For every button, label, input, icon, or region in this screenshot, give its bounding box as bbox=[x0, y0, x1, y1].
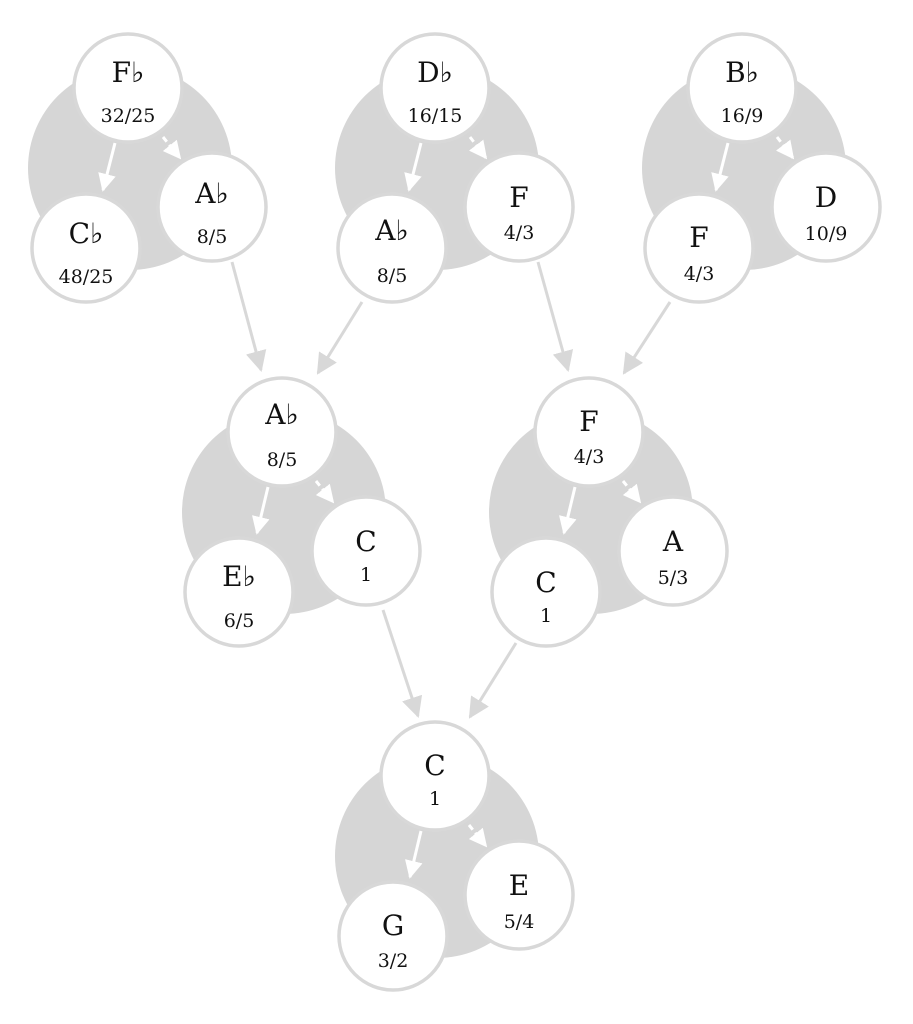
edge-ab-top2-to-ab-mid bbox=[316, 301, 364, 375]
edge-db-to-f-top2 bbox=[468, 136, 488, 160]
ratio-label: 48/25 bbox=[59, 266, 114, 288]
ratio-label: 4/3 bbox=[504, 222, 535, 244]
ratio-label: 5/3 bbox=[658, 567, 689, 589]
note-name: C bbox=[355, 525, 376, 558]
node-f-flat: F♭ 32/25 bbox=[72, 32, 184, 144]
node-f-top-3: F 4/3 bbox=[643, 192, 755, 304]
node-f-top-2: F 4/3 bbox=[463, 151, 575, 263]
edge-fb-to-ab-top1 bbox=[161, 136, 182, 160]
edge-c-mid-r-to-c-bot bbox=[468, 642, 518, 719]
edge-c-mid-l-to-c-bot bbox=[381, 609, 423, 718]
note-name: A bbox=[662, 525, 684, 558]
edge-c-bot-to-e-bot bbox=[467, 824, 488, 848]
node-a-mid: A 5/3 bbox=[617, 495, 729, 607]
ratio-label: 8/5 bbox=[377, 265, 408, 287]
note-name: C bbox=[424, 749, 445, 782]
edge-f-top2-to-f-mid bbox=[536, 261, 574, 373]
note-name: F♭ bbox=[112, 56, 145, 89]
edge-ab-top1-to-ab-mid bbox=[230, 261, 267, 373]
ratio-label: 1 bbox=[540, 605, 552, 627]
ratio-label: 1 bbox=[429, 788, 441, 810]
ratio-label: 8/5 bbox=[267, 449, 298, 471]
node-c-mid-right: C 1 bbox=[490, 536, 602, 648]
node-e-flat-mid: E♭ 6/5 bbox=[183, 536, 295, 648]
edge-ab-mid-to-eb-mid bbox=[252, 486, 270, 535]
ratio-label: 16/15 bbox=[408, 105, 463, 127]
node-d-top-3: D 10/9 bbox=[770, 151, 882, 263]
node-c-bottom: C 1 bbox=[379, 720, 491, 832]
node-e-bottom: E 5/4 bbox=[463, 839, 575, 951]
note-name: C♭ bbox=[69, 217, 104, 250]
note-name: E♭ bbox=[222, 560, 256, 593]
ratio-label: 32/25 bbox=[101, 105, 156, 127]
edge-f-mid-to-c-mid-r bbox=[559, 486, 577, 535]
node-a-flat-top-2: A♭ 8/5 bbox=[336, 192, 448, 304]
node-c-flat: C♭ 48/25 bbox=[30, 192, 142, 304]
note-name: A♭ bbox=[374, 214, 408, 247]
edge-fb-to-cb bbox=[98, 142, 117, 192]
node-a-flat-mid: A♭ 8/5 bbox=[226, 376, 338, 488]
note-name: A♭ bbox=[264, 398, 298, 431]
note-name: B♭ bbox=[725, 56, 759, 89]
inter-cluster-edges bbox=[230, 261, 672, 719]
ratio-label: 4/3 bbox=[684, 263, 715, 285]
edge-f-top3-to-f-mid bbox=[622, 301, 672, 375]
note-name: G bbox=[382, 909, 404, 942]
nodes: F♭ 32/25 C♭ 48/25 A♭ 8/5 D♭ 16/15 A♭ 8/5… bbox=[30, 32, 882, 992]
note-name: D♭ bbox=[417, 56, 453, 89]
edge-f-mid-to-a-mid bbox=[621, 480, 642, 504]
ratio-label: 5/4 bbox=[504, 911, 535, 933]
note-name: F bbox=[579, 405, 598, 438]
note-name: D bbox=[815, 181, 837, 214]
ratio-label: 8/5 bbox=[197, 226, 228, 248]
node-b-flat: B♭ 16/9 bbox=[686, 32, 798, 144]
note-name: F bbox=[689, 221, 708, 254]
note-name: E bbox=[509, 869, 529, 902]
ratio-label: 6/5 bbox=[224, 610, 255, 632]
ratio-label: 10/9 bbox=[805, 223, 848, 245]
ratio-label: 3/2 bbox=[378, 950, 409, 972]
edge-bb-to-d-top3 bbox=[775, 136, 795, 160]
edge-bb-to-f-top3 bbox=[711, 142, 730, 192]
note-name: C bbox=[535, 566, 556, 599]
ratio-label: 16/9 bbox=[721, 105, 764, 127]
node-d-flat: D♭ 16/15 bbox=[379, 32, 491, 144]
edge-ab-mid-to-c-mid-l bbox=[314, 480, 335, 504]
node-f-mid: F 4/3 bbox=[533, 376, 645, 488]
ratio-label: 1 bbox=[360, 564, 372, 586]
node-c-mid-left: C 1 bbox=[310, 495, 422, 607]
intra-cluster-edges bbox=[98, 136, 795, 879]
note-name: A♭ bbox=[194, 177, 228, 210]
ratio-label: 4/3 bbox=[574, 446, 605, 468]
node-g-bottom: G 3/2 bbox=[337, 880, 449, 992]
edge-db-to-ab-top2 bbox=[404, 142, 423, 192]
node-a-flat-top-1: A♭ 8/5 bbox=[156, 151, 268, 263]
note-name: F bbox=[509, 181, 528, 214]
edge-c-bot-to-g-bot bbox=[405, 830, 423, 879]
